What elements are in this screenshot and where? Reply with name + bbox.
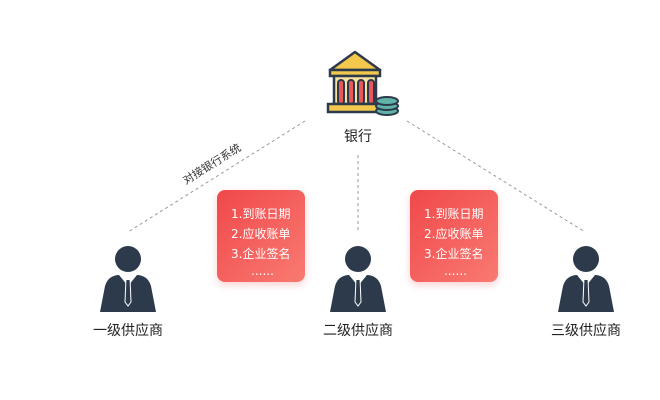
info-card-line: 2.应收账单 xyxy=(231,227,291,241)
supplier-1-label: 一级供应商 xyxy=(93,323,163,339)
info-card-line: 3.企业签名 xyxy=(424,247,484,261)
businessman-icon xyxy=(558,246,614,312)
info-card-line: 1.到账日期 xyxy=(231,207,291,221)
connector-bank-to-supplier-3 xyxy=(406,120,586,233)
supplier-3-label: 三级供应商 xyxy=(551,323,621,339)
info-card-line: ...... xyxy=(444,264,467,278)
info-card-line: 3.企业签名 xyxy=(231,247,291,261)
connector-bank-to-supplier-1 xyxy=(127,120,306,233)
bank-icon xyxy=(326,50,399,116)
businessman-icon xyxy=(330,246,386,312)
info-card-line: 1.到账日期 xyxy=(424,207,484,221)
info-card-1: 1.到账日期 2.应收账单 3.企业签名 ...... xyxy=(217,190,305,282)
info-card-line: 2.应收账单 xyxy=(424,227,484,241)
bank-label: 银行 xyxy=(344,129,372,145)
info-card-line: ...... xyxy=(251,264,274,278)
businessman-icon xyxy=(100,246,156,312)
info-card-2: 1.到账日期 2.应收账单 3.企业签名 ...... xyxy=(410,190,498,282)
supplier-2-label: 二级供应商 xyxy=(323,323,393,339)
